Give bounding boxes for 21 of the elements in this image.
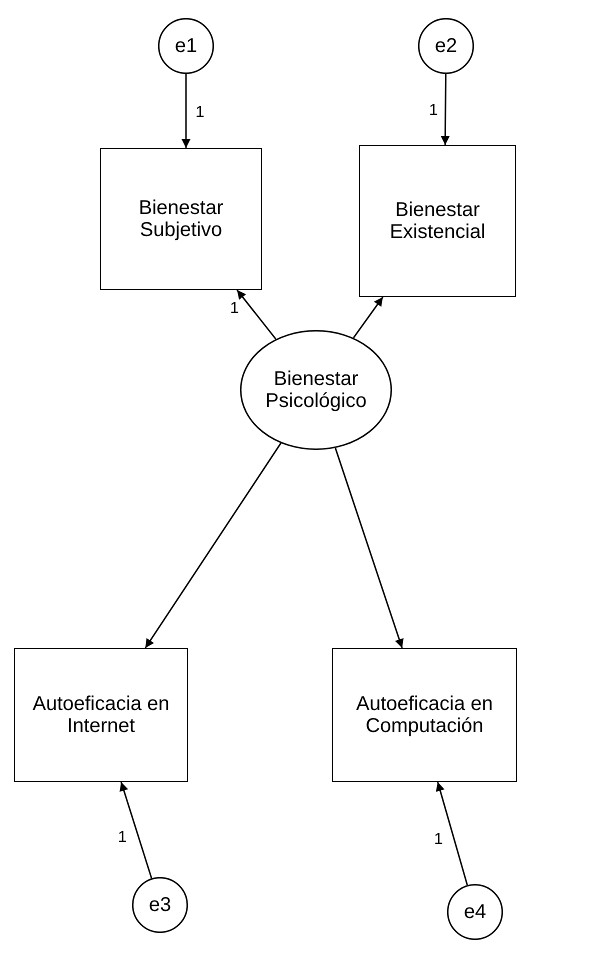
- variable-label: Bienestar Psicológico: [264, 368, 368, 412]
- arrow: [120, 782, 152, 879]
- variable-label: Autoeficacia en Computación: [355, 693, 494, 737]
- observed-variable-box: [14, 648, 188, 782]
- arrow: [440, 74, 450, 145]
- arrow: [352, 296, 384, 338]
- observed-variable-box: [359, 145, 516, 297]
- variable-label: Bienestar Subjetivo: [138, 197, 224, 241]
- observed-variable-box: [332, 648, 517, 782]
- arrow: [436, 782, 468, 886]
- variable-label: e1: [174, 35, 198, 57]
- arrow: [182, 74, 190, 148]
- arrow: [236, 290, 276, 340]
- variable-label: e3: [148, 894, 172, 916]
- arrow: [144, 442, 282, 648]
- arrow: [334, 448, 404, 648]
- variable-label: Bienestar Existencial: [388, 199, 486, 243]
- variable-label: Autoeficacia en Internet: [32, 693, 170, 737]
- variable-label: e2: [434, 35, 458, 57]
- observed-variable-box: [100, 148, 262, 290]
- variable-label: e4: [462, 901, 488, 923]
